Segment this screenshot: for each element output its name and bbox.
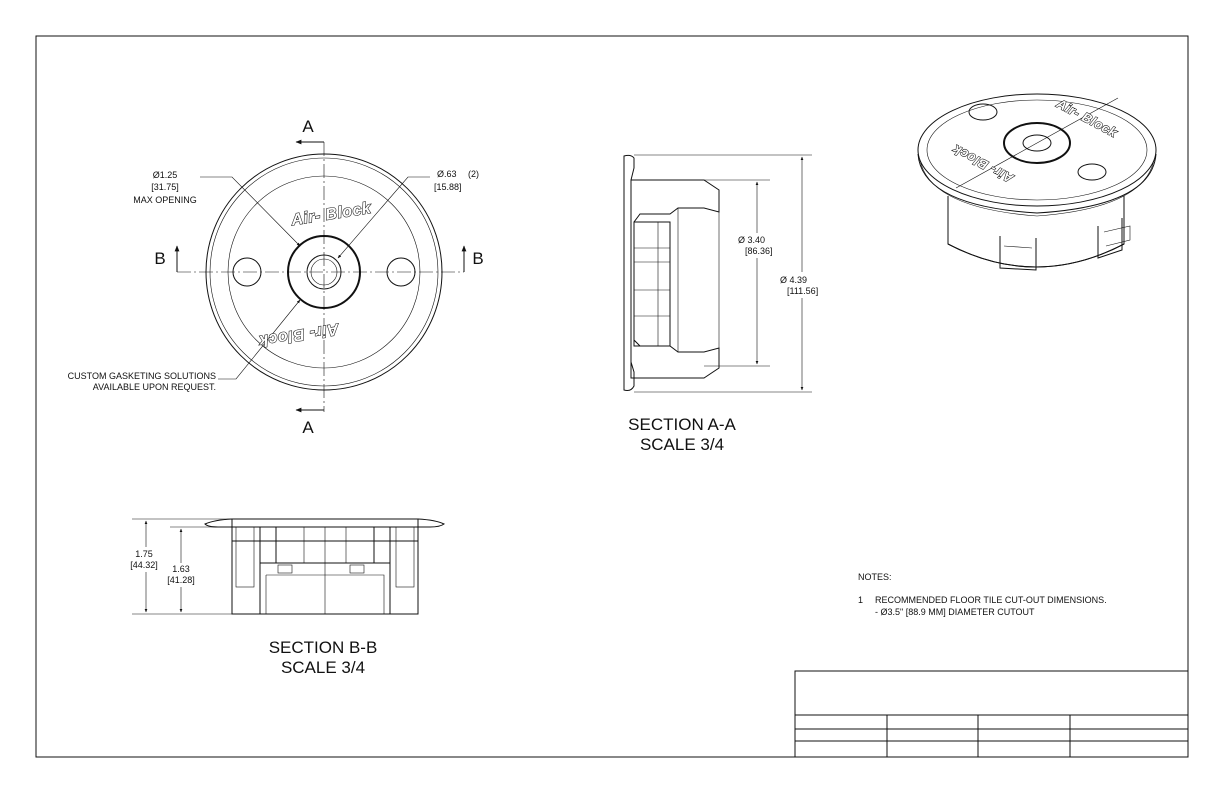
section-aa-title: SECTION A-A <box>628 415 736 434</box>
dim-height-body-mm: [41.28] <box>167 575 195 585</box>
section-letter-b-right: B <box>472 249 483 268</box>
iso-logo-bottom: Air- Block <box>950 142 1017 187</box>
notes-block: NOTES: 1 RECOMMENDED FLOOR TILE CUT-OUT … <box>858 572 1107 617</box>
title-block <box>794 670 1189 758</box>
isometric-view: Air- Block Air- Block <box>917 93 1157 271</box>
gasket-note-line1: CUSTOM GASKETING SOLUTIONS <box>68 371 216 381</box>
note-1-number: 1 <box>858 595 863 605</box>
logo-top: Air- Block <box>289 200 373 230</box>
section-letter-a-bottom: A <box>302 418 314 437</box>
dim-height-body: 1.63 <box>172 564 190 574</box>
dim-height-total-mm: [44.32] <box>130 560 158 570</box>
callout-holes-dia: Ø.63 <box>437 169 457 179</box>
callout-holes-qty: (2) <box>468 169 479 179</box>
top-view: Air- Block Air- Block A A B B Ø1.25 [31.… <box>68 117 484 437</box>
section-letter-a-top: A <box>302 117 314 136</box>
section-bb-scale: SCALE 3/4 <box>281 658 365 677</box>
callout-opening-label: MAX OPENING <box>133 195 197 205</box>
section-bb-title: SECTION B-B <box>269 638 378 657</box>
dim-inner-dia-mm: [86.36] <box>745 246 773 256</box>
sheet-border <box>35 35 1189 758</box>
notes-heading: NOTES: <box>858 572 892 582</box>
note-1-line1: RECOMMENDED FLOOR TILE CUT-OUT DIMENSION… <box>875 595 1107 605</box>
section-letter-b-left: B <box>154 249 165 268</box>
dim-outer-dia: Ø 4.39 <box>780 275 807 285</box>
gasket-note-line2: AVAILABLE UPON REQUEST. <box>93 382 216 392</box>
callout-opening-dia-mm: [31.75] <box>151 182 179 192</box>
section-bb-view: 1.75 [44.32] 1.63 [41.28] SECTION B-B SC… <box>130 518 445 677</box>
dim-height-total: 1.75 <box>135 549 153 559</box>
dim-inner-dia: Ø 3.40 <box>738 235 765 245</box>
callout-holes-dia-mm: [15.88] <box>434 182 462 192</box>
dim-outer-dia-mm: [111.56] <box>787 286 818 296</box>
section-aa-view: Ø 3.40 [86.36] Ø 4.39 [111.56] SECTION A… <box>623 154 818 454</box>
callout-opening-dia: Ø1.25 <box>153 170 178 180</box>
note-1-line2: - Ø3.5" [88.9 MM] DIAMETER CUTOUT <box>875 607 1035 617</box>
section-aa-scale: SCALE 3/4 <box>640 435 724 454</box>
logo-bottom: Air- Block <box>257 320 341 350</box>
